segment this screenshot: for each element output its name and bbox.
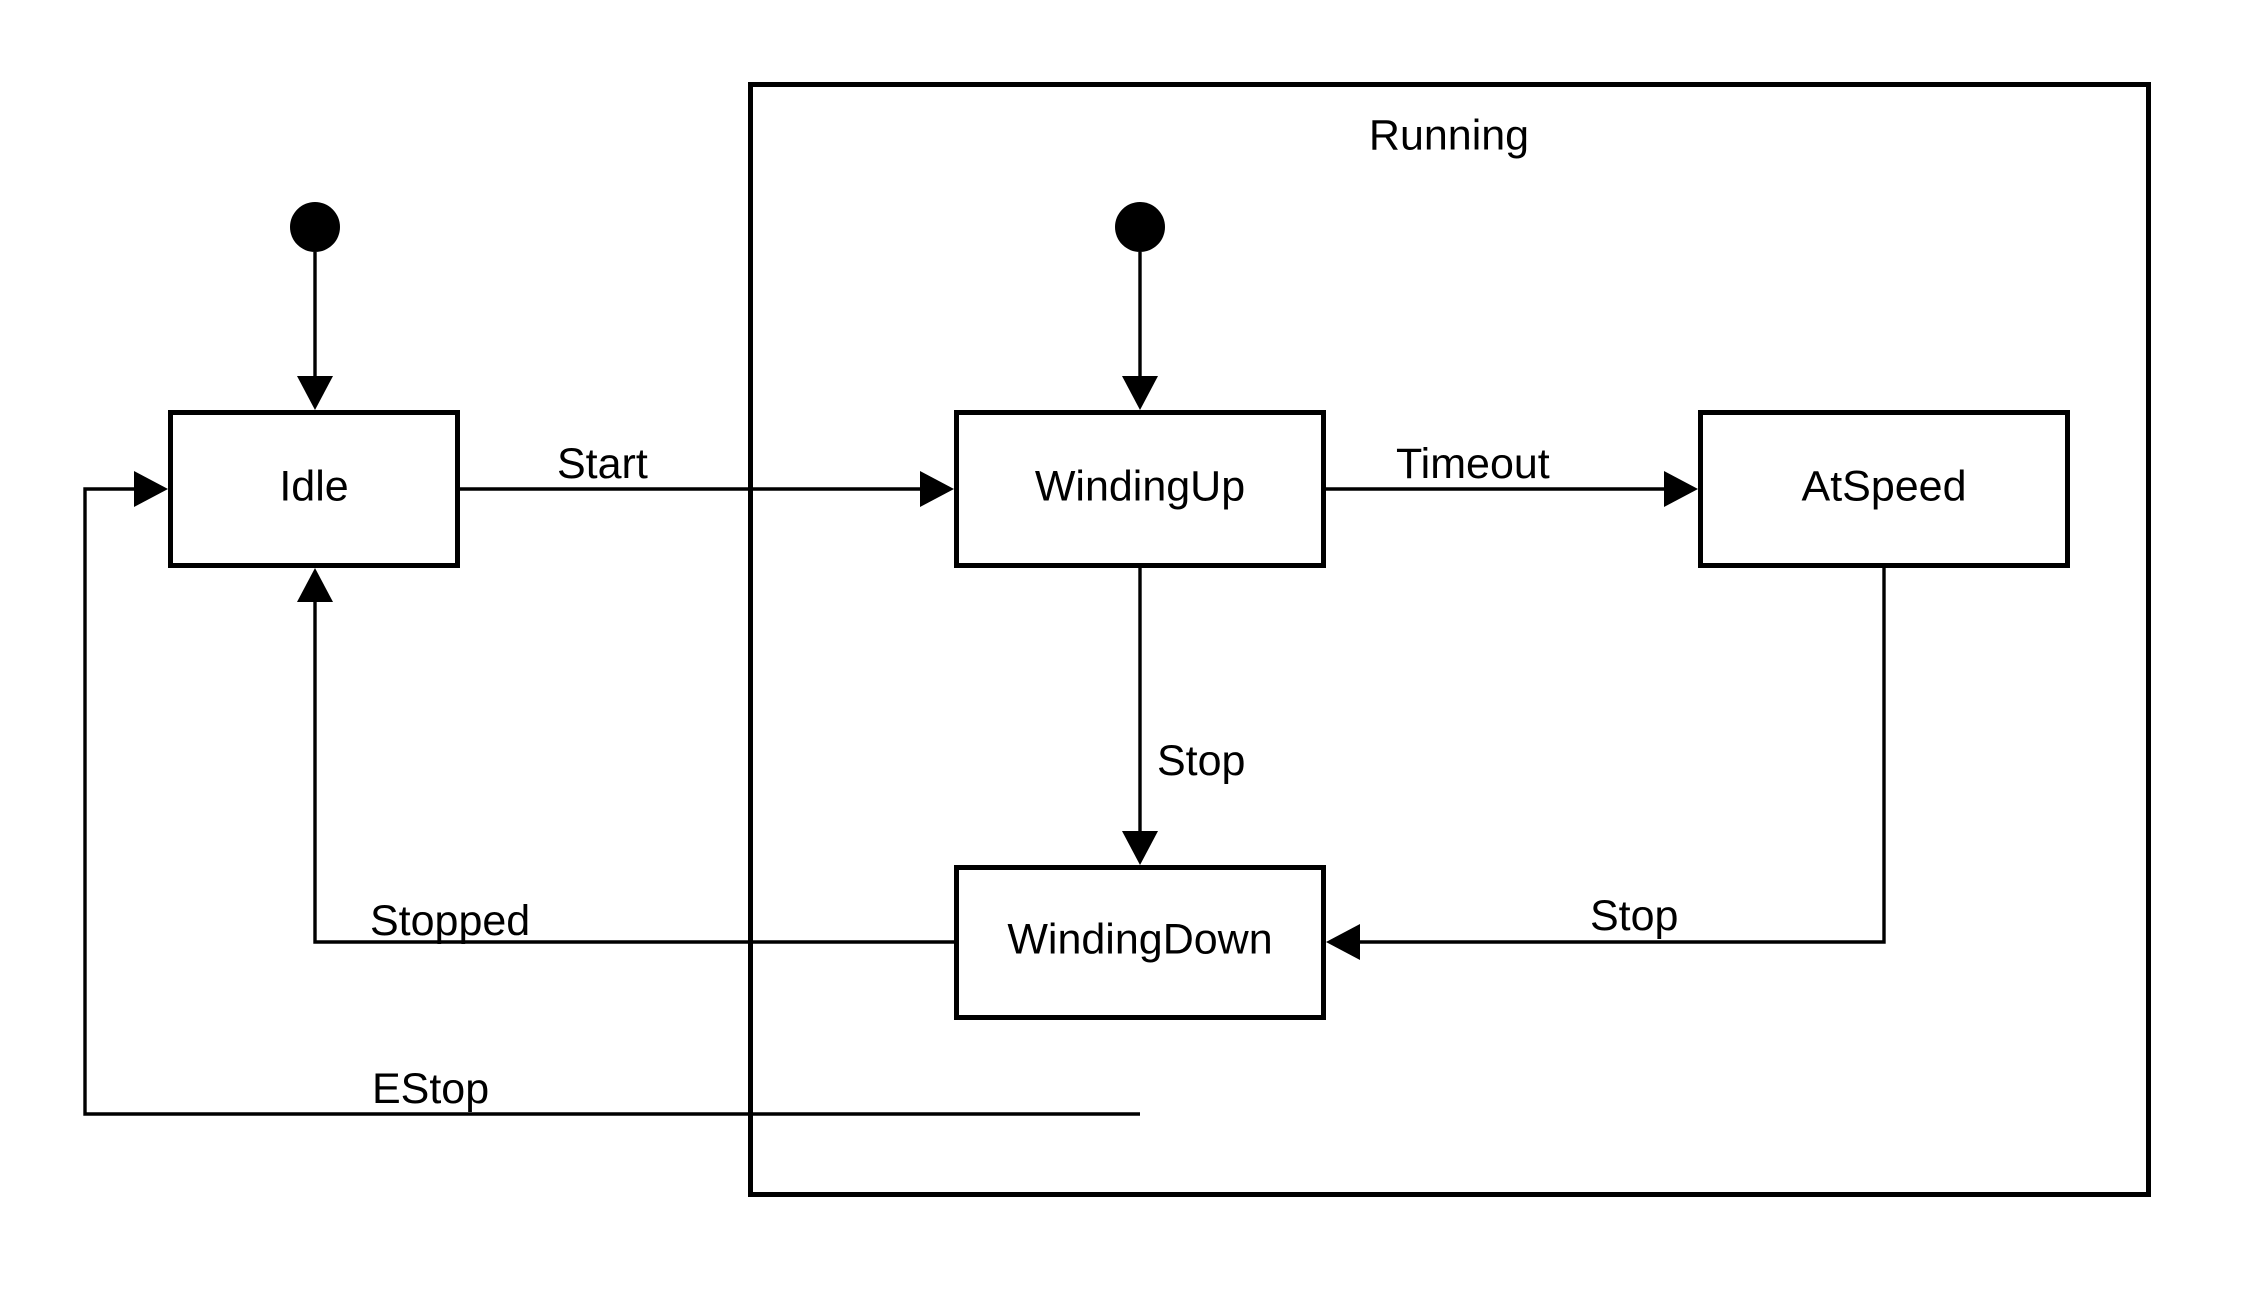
- transition-timeout[interactable]: Timeout: [1326, 440, 1698, 507]
- state-atspeed-label: AtSpeed: [1802, 462, 1967, 510]
- transition-stopped-label: Stopped: [370, 897, 530, 945]
- state-windingdown[interactable]: WindingDown: [954, 865, 1326, 1020]
- transition-stopped-arrowhead: [297, 568, 333, 602]
- transition-init-idle-arrowhead: [297, 376, 333, 410]
- transition-estop-line: [83, 487, 1140, 1116]
- state-windingup-box: [954, 410, 1326, 568]
- transition-stopped-line: [313, 586, 954, 944]
- transition-stop-windingup-label: Stop: [1157, 737, 1245, 785]
- transition-timeout-arrowhead: [1664, 471, 1698, 507]
- transition-stop-atspeed-line: [1344, 568, 1886, 944]
- transition-stop-atspeed[interactable]: Stop: [1326, 568, 1886, 960]
- transition-stopped[interactable]: Stopped: [297, 568, 954, 945]
- transition-stop-atspeed-arrowhead: [1326, 924, 1360, 960]
- transition-init-windingup[interactable]: [1122, 252, 1158, 410]
- state-windingdown-box: [954, 865, 1326, 1020]
- transition-start[interactable]: Start: [460, 440, 954, 507]
- transition-timeout-label: Timeout: [1396, 440, 1550, 488]
- initial-pseudostate-idle[interactable]: [290, 202, 340, 252]
- state-atspeed[interactable]: AtSpeed: [1698, 410, 2070, 568]
- state-atspeed-box: [1698, 410, 2070, 568]
- state-windingdown-label: WindingDown: [1007, 915, 1272, 963]
- transition-stop-windingup[interactable]: Stop: [1122, 568, 1245, 865]
- transition-init-windingup-arrowhead: [1122, 376, 1158, 410]
- state-idle[interactable]: Idle: [168, 410, 460, 568]
- transition-start-arrowhead: [920, 471, 954, 507]
- transition-estop-label: EStop: [372, 1065, 489, 1113]
- region-running-label: Running: [1369, 111, 1529, 159]
- initial-pseudostate-windingup[interactable]: [1115, 202, 1165, 252]
- composite-region-running[interactable]: Running: [748, 82, 2151, 1197]
- transition-estop-arrowhead: [134, 471, 168, 507]
- transition-stop-atspeed-label: Stop: [1590, 892, 1678, 940]
- transition-estop[interactable]: EStop: [83, 471, 1140, 1116]
- transition-init-idle[interactable]: [297, 252, 333, 410]
- state-idle-box: [168, 410, 460, 568]
- state-idle-label: Idle: [279, 462, 348, 510]
- state-windingup[interactable]: WindingUp: [954, 410, 1326, 568]
- state-windingup-label: WindingUp: [1035, 462, 1245, 510]
- region-running-border: [748, 82, 2151, 1197]
- transition-stop-windingup-arrowhead: [1122, 831, 1158, 865]
- transition-start-label: Start: [557, 440, 648, 488]
